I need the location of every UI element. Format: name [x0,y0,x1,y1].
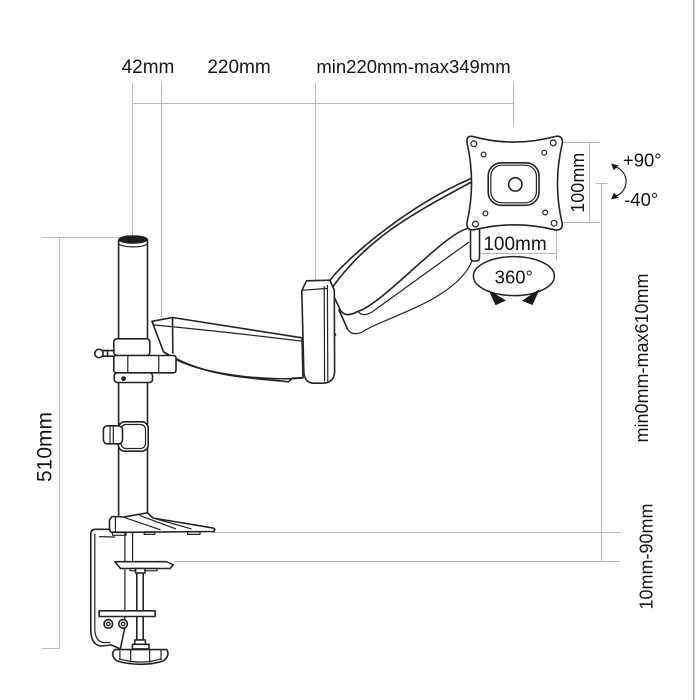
svg-text:+90°: +90° [623,149,662,170]
svg-text:min0mm-max610mm: min0mm-max610mm [632,273,652,442]
svg-text:510mm: 510mm [34,412,57,482]
svg-text:10mm-90mm: 10mm-90mm [636,503,656,609]
svg-text:-40°: -40° [624,189,658,210]
svg-text:100mm: 100mm [568,153,588,213]
svg-text:min220mm-max349mm: min220mm-max349mm [316,56,510,77]
svg-text:360°: 360° [495,267,533,288]
svg-text:42mm: 42mm [122,57,175,78]
svg-text:220mm: 220mm [207,57,270,78]
svg-text:100mm: 100mm [483,234,546,255]
